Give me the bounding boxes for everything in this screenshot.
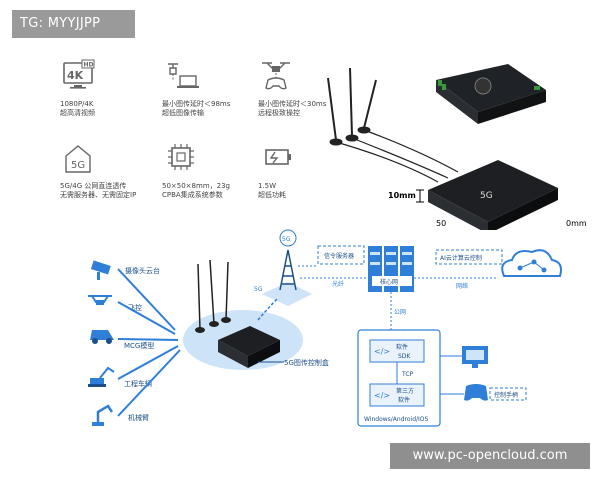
tower-5g-label: 5G — [282, 236, 291, 243]
public-net-label: 公网 — [394, 309, 406, 316]
internet-label: 网络 — [456, 282, 468, 290]
robot-arm-icon — [92, 404, 114, 426]
feature-size-line2: CPBA集成系统参数 — [162, 191, 223, 199]
device-robot-arm-label: 机械臂 — [128, 413, 149, 422]
third-party-title: 第三方 — [396, 387, 414, 395]
ai-cloud: AI云计算云控制 网络 — [414, 249, 562, 290]
software-panel: </> 软件 SDK TCP </> 第三方 软件 Windows/Androi… — [357, 329, 441, 427]
dim-height: 10mm — [388, 191, 416, 200]
dim-depth: 0mm — [566, 219, 587, 228]
sdk-title: 软件 — [396, 343, 408, 351]
feature-5g: 5G 5G/4G 公网直连透传 无需服务器、无需固定IP — [60, 140, 150, 200]
device-robot-arm: 机械臂 — [92, 349, 181, 426]
feature-size: 50×50×8mm，23g CPBA集成系统参数 — [162, 140, 252, 200]
svg-text:HD: HD — [84, 62, 94, 69]
platforms-label: Windows/Android/IOS — [364, 416, 429, 423]
device-excavator: 工程车辆 — [88, 345, 179, 388]
watermark: www.pc-opencloud.com — [390, 443, 590, 469]
svg-text:5G: 5G — [71, 160, 85, 171]
antennas — [327, 67, 459, 183]
feature-remote-control-line2: 远程极致操控 — [258, 109, 300, 117]
feature-size-line1: 50×50×8mm，23g — [162, 182, 230, 190]
overlay-tag: TG: MYYJJPP — [12, 10, 135, 38]
core-network-label: 核心网 — [380, 278, 398, 286]
device-drone: 飞控 — [88, 295, 176, 335]
feature-remote-control-line1: 最小图传延时＜30ms — [258, 100, 327, 108]
ai-cloud-label: AI云计算云控制 — [440, 254, 482, 262]
feature-low-latency: 最小图传延时＜98ms 超低图像传输 — [162, 58, 252, 118]
4k-hd-monitor-icon: 4K HD — [63, 59, 95, 89]
code-icon: </> — [374, 347, 390, 356]
system-diagram: 摄像头云台 飞控 MCG模型 — [88, 229, 562, 427]
feature-power-line2: 超低功耗 — [258, 191, 286, 199]
feature-power-line1: 1.5W — [258, 182, 277, 190]
feature-low-latency-line2: 超低图像传输 — [162, 109, 204, 117]
excavator-icon — [88, 366, 115, 387]
feature-4k-line1: 1080P/4K — [60, 100, 94, 108]
5g-house-icon: 5G — [65, 145, 91, 173]
feature-5g-line2: 无需服务器、无需固定IP — [60, 191, 137, 199]
chip-icon — [168, 144, 194, 170]
device-camera-label: 摄像头云台 — [125, 266, 160, 275]
drone-laptop-icon — [168, 63, 199, 88]
feature-4k-line2: 超高清视频 — [60, 109, 95, 117]
tcp-label: TCP — [401, 371, 414, 378]
device-car-label: MCG模型 — [124, 341, 154, 350]
camera-icon — [90, 260, 111, 280]
feature-low-latency-line1: 最小图传延时＜98ms — [162, 100, 231, 108]
control-box-label: 5G图传控制盒 — [284, 358, 329, 367]
svg-text:4K: 4K — [67, 69, 84, 82]
tower-link-label: 5G — [254, 286, 263, 293]
device-camera: 摄像头云台 — [90, 260, 176, 331]
device-list: 摄像头云台 飞控 MCG模型 — [88, 260, 181, 426]
controller: 控制手柄 — [440, 384, 527, 401]
battery-icon — [265, 149, 291, 165]
drone-icon — [88, 295, 112, 305]
sdk-sub: SDK — [398, 353, 411, 360]
signal-server-label: 信令服务器 — [324, 252, 354, 260]
car-icon — [90, 330, 114, 344]
5g-box: 5G — [428, 160, 558, 230]
core-network: 光纤 核心网 — [300, 246, 414, 292]
feature-5g-line1: 5G/4G 公网直连透传 — [60, 182, 127, 190]
third-party-sub: 软件 — [398, 396, 410, 404]
feature-4k: 4K HD 1080P/4K 超高清视频 — [60, 58, 150, 118]
gamepad-icon — [464, 384, 488, 401]
feature-remote-control: 最小图传延时＜30ms 远程极致操控 — [258, 58, 348, 118]
device-drone-label: 飞控 — [128, 303, 142, 312]
code-icon-2: </> — [374, 391, 390, 400]
device-car: MCG模型 — [90, 330, 179, 350]
drone-gamepad-icon — [262, 62, 290, 90]
box-5g-label: 5G — [480, 191, 493, 201]
control-box: 5G图传控制盒 — [183, 259, 329, 370]
public-net-link: 公网 — [390, 292, 406, 330]
signal-server: 信令服务器 — [298, 245, 365, 267]
circuit-board — [436, 64, 546, 124]
controller-label: 控制手柄 — [494, 391, 518, 399]
product-photo: 5G 10mm 50 0mm — [327, 64, 587, 230]
dimension-lines: 10mm 50 0mm — [388, 189, 587, 228]
fiber-label: 光纤 — [332, 280, 344, 288]
device-excavator-label: 工程车辆 — [124, 379, 152, 388]
cell-tower: 5G 5G — [254, 229, 312, 321]
monitor — [440, 346, 488, 368]
feature-power: 1.5W 超低功耗 — [258, 140, 348, 200]
dim-width: 50 — [436, 219, 446, 228]
